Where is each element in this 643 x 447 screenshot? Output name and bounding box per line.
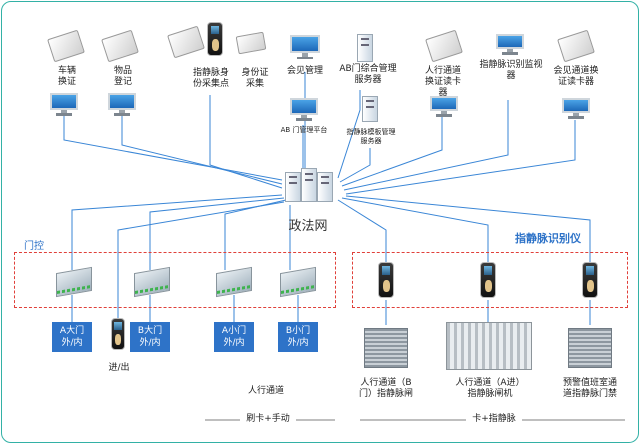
wire-ctrl-2 [149, 197, 285, 270]
wire-fp-2 [341, 197, 489, 262]
label-gate-b: 人行通道（B 门）指静脉闸 [358, 378, 413, 399]
fp-template-server-icon [362, 96, 378, 122]
gate-a-turnstile-icon [446, 322, 532, 370]
fp-monitor-pc-icon [496, 34, 524, 56]
wire-visit-reader [345, 120, 576, 195]
hub-server-1 [285, 172, 301, 202]
wire-ab-server [337, 90, 361, 179]
wire-inout [117, 201, 285, 320]
label-in-out: 进/出 [108, 363, 130, 373]
label-passage: 人行通道 [247, 386, 284, 396]
ab-server-icon [357, 34, 373, 62]
label-fp-collect: 指静脉身 份采集点 [192, 68, 229, 89]
door-b-main: B大门 外/内 [130, 322, 170, 352]
label-gate-alarm: 预警值班室通 道指静脉门禁 [562, 378, 617, 399]
hub-server-2 [301, 168, 317, 202]
label-ab-server: AB门综合管理 服务器 [339, 64, 397, 85]
fp-collect-scanner-icon [207, 22, 223, 56]
label-gate-a: 人行通道（A进） 指静脉闸机 [455, 378, 525, 399]
footer-right-label: 卡+指静脉 [466, 414, 522, 425]
wire-template-server [339, 148, 371, 183]
label-visit-reader: 会见通道换 证读卡器 [553, 66, 599, 87]
fp-recognizer-2 [480, 262, 496, 298]
label-fp-monitor: 指静脉识别监视 器 [479, 60, 543, 81]
hub-server-3 [317, 172, 333, 202]
door-a-main: A大门 外/内 [52, 322, 92, 352]
fp-recognizer-zone [352, 252, 628, 308]
ab-platform-pc-icon [290, 98, 318, 122]
door-b-small: B小门 外/内 [278, 322, 318, 352]
visit-mgmt-pc-icon [290, 35, 320, 61]
label-goods: 物品 登记 [113, 66, 132, 87]
wire-fp-monitor [343, 100, 509, 191]
passage-pc-icon [430, 96, 458, 118]
goods-pc-icon [108, 93, 136, 117]
wire-fp-3 [345, 195, 591, 262]
fp-recognizer-3 [582, 262, 598, 298]
visit-reader-pc-icon [562, 98, 590, 120]
label-passage-reader: 人行通道 换证读卡 器 [424, 66, 461, 98]
footer-left-label: 刷卡+手动 [240, 414, 296, 425]
gate-alarm-icon [568, 328, 612, 368]
label-vehicle: 车辆 换证 [57, 66, 76, 87]
label-ab-platform: AB 门管理平台 [280, 126, 328, 134]
vehicle-pc-icon [50, 93, 78, 117]
gate-b-icon [364, 328, 408, 368]
door-a-small: A小门 外/内 [214, 322, 254, 352]
wire-goods [121, 115, 283, 185]
label-fp-template-server: 指静脉模板管理 服务器 [346, 128, 396, 145]
wire-fp-collect [209, 95, 283, 189]
wire-passage-reader [341, 112, 443, 187]
wire-ctrl-1 [71, 194, 283, 270]
fp-recognizer-1 [378, 262, 394, 298]
label-visit-mgmt: 会见管理 [286, 66, 323, 76]
label-fp-recognizer: 指静脉识别仪 [515, 232, 581, 245]
wire-fp-1 [337, 199, 387, 262]
label-door-control: 门控 [24, 241, 44, 252]
in-out-scanner-icon [111, 318, 125, 350]
wire-vehicle [63, 115, 283, 181]
door-control-zone [14, 252, 336, 308]
network-label: 政法网 [288, 219, 328, 234]
label-id-collect: 身份证 采集 [241, 68, 269, 89]
